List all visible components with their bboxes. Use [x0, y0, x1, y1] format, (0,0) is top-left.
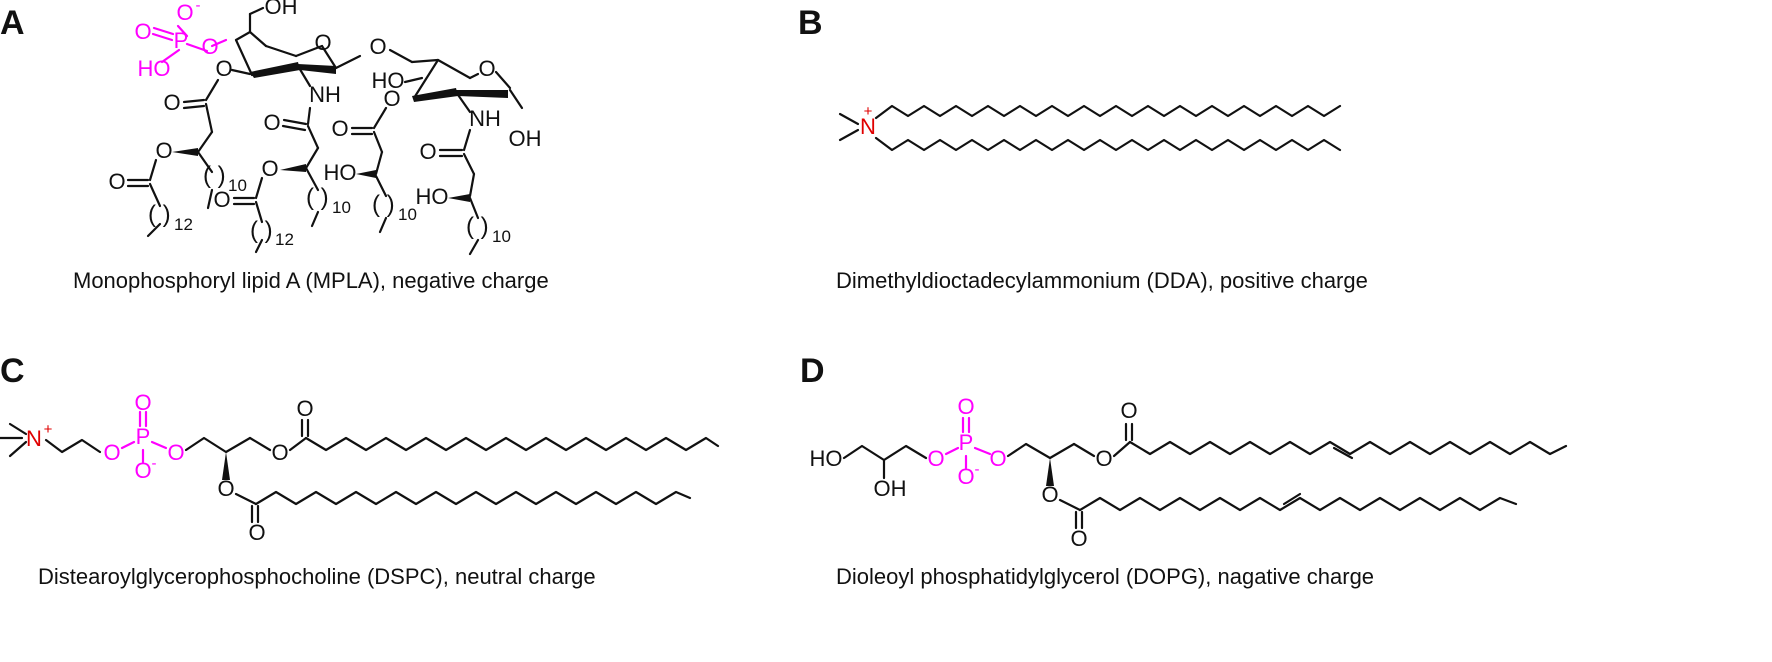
mpla-hydroxyl-2: HO [416, 184, 449, 209]
caption-c: Distearoylglycerophosphocholine (DSPC), … [38, 564, 596, 589]
mpla-nh-left: NH [309, 82, 341, 107]
mpla-o-acyl-right: O [383, 86, 400, 111]
dspc-carbonyl-o-2: O [248, 520, 265, 545]
mpla-ester-o-1: O [155, 138, 172, 163]
caption-d: Dioleoyl phosphatidylglycerol (DOPG), na… [836, 564, 1374, 589]
panel-b: B N + Dimethyldioctadecylammonium (DDA),… [798, 4, 1368, 293]
mpla-o-acyl-left: O [215, 56, 232, 81]
dopg-structure: HO OH O P O O - O O O [810, 394, 1568, 551]
panel-d: D HO OH O P O O - O O O [800, 352, 1568, 589]
panel-a: A O - O P O HO [0, 0, 549, 293]
dopg-phosphate-group: O P O O - O [927, 394, 1006, 489]
dopg-o-1: O [927, 446, 944, 471]
caption-a: Monophosphoryl lipid A (MPLA), negative … [73, 268, 549, 293]
dspc-phosphorus: P [136, 424, 151, 449]
dopg-phosphorus: P [959, 430, 974, 455]
mpla-phosphate-charge: - [196, 0, 201, 14]
dopg-carbonyl-o-1: O [1120, 398, 1137, 423]
dspc-charge: + [44, 421, 53, 438]
dopg-minus: - [975, 461, 980, 478]
panel-label-d: D [800, 352, 825, 390]
dspc-minus: - [152, 455, 157, 472]
dopg-ester-o-2: O [1041, 482, 1058, 507]
panel-label-a: A [0, 4, 25, 42]
mpla-paren-10-c: ( ) [372, 191, 395, 218]
mpla-carbonyl-o-6: O [419, 139, 436, 164]
dspc-o-2: O [167, 440, 184, 465]
dopg-ho: HO [810, 446, 843, 471]
mpla-ester-o-2: O [261, 156, 278, 181]
mpla-carbonyl-o-1: O [163, 90, 180, 115]
mpla-paren-12-b: ( ) [250, 217, 273, 244]
dda-alkyl-chain-2 [874, 136, 1342, 152]
mpla-sugar-ring-right: O O HO O NH OH [369, 34, 541, 151]
dspc-stearoyl-chain-2 [254, 490, 692, 506]
mpla-nh-right: NH [469, 106, 501, 131]
dspc-ester-o-2: O [217, 476, 234, 501]
dspc-structure: N + O P O O - O O O [0, 390, 720, 545]
dopg-oh: OH [874, 476, 907, 501]
mpla-sub-10-c: 10 [398, 205, 417, 224]
mpla-right-ring-o: O [478, 56, 495, 81]
mpla-sub-10-b: 10 [332, 198, 351, 217]
mpla-phosphorus: P [174, 28, 189, 53]
dda-alkyl-chain-1 [874, 104, 1342, 120]
mpla-sub-12-a: 12 [174, 215, 193, 234]
mpla-acyl-chains-left: O O O ( ) 12 ( ) 10 O [108, 78, 351, 254]
mpla-carbonyl-o-4: O [213, 187, 230, 212]
dopg-o-double: O [957, 394, 974, 419]
mpla-carbonyl-o-2: O [108, 169, 125, 194]
dspc-o-1: O [103, 440, 120, 465]
dopg-oleoyl-chain-2 [1078, 496, 1518, 512]
dspc-o-minus: O [134, 458, 151, 483]
dda-structure: N + [838, 103, 1342, 152]
mpla-sub-12-b: 12 [275, 230, 294, 249]
mpla-phosphate-o-top: O [176, 0, 193, 25]
mpla-anomeric-oh: OH [509, 126, 542, 151]
mpla-hydroxyl-1: HO [324, 160, 357, 185]
dopg-ester-o-1: O [1095, 446, 1112, 471]
panel-c: C N + O P O O - O O [0, 352, 720, 589]
mpla-sub-10-d: 10 [492, 227, 511, 246]
mpla-phosphate-group: O - O P O HO [134, 0, 228, 81]
mpla-structure: O - O P O HO OH O [108, 0, 542, 256]
dspc-ester-o-1: O [271, 440, 288, 465]
dopg-o-minus: O [957, 464, 974, 489]
dda-nitrogen: N [860, 114, 876, 139]
dspc-stearoyl-chain-1 [304, 436, 720, 452]
panel-label-c: C [0, 352, 25, 390]
mpla-right-ring-ho: HO [372, 68, 405, 93]
mpla-carbonyl-o-3: O [263, 110, 280, 135]
dspc-o-double: O [134, 390, 151, 415]
mpla-acyl-chains-right: O HO ( ) 10 O HO ( ) 10 [324, 106, 511, 256]
mpla-paren-10-d: ( ) [466, 213, 489, 240]
mpla-sugar-ring-left: OH O O NH [215, 0, 362, 107]
dspc-carbonyl-o-1: O [296, 396, 313, 421]
mpla-left-ring-oh: OH [265, 0, 298, 19]
dopg-o-2: O [989, 446, 1006, 471]
dspc-phosphate-group: O P O O - O [103, 390, 184, 483]
caption-b: Dimethyldioctadecylammonium (DDA), posit… [836, 268, 1368, 293]
panel-label-b: B [798, 4, 823, 42]
mpla-phosphate-ho: HO [138, 56, 171, 81]
mpla-paren-10-a: ( ) [203, 162, 226, 189]
mpla-paren-12-a: ( ) [148, 201, 171, 228]
dda-charge: + [864, 103, 873, 120]
dopg-carbonyl-o-2: O [1070, 526, 1087, 551]
mpla-sub-10-a: 10 [228, 176, 247, 195]
mpla-left-ring-o: O [314, 30, 331, 55]
mpla-phosphate-o-ester: O [201, 34, 218, 59]
mpla-glycosidic-o: O [369, 34, 386, 59]
mpla-paren-10-b: ( ) [306, 184, 329, 211]
mpla-carbonyl-o-5: O [331, 116, 348, 141]
dopg-oleoyl-chain-1 [1128, 440, 1568, 456]
mpla-phosphate-o-double: O [134, 19, 151, 44]
dspc-nitrogen: N [26, 426, 42, 451]
